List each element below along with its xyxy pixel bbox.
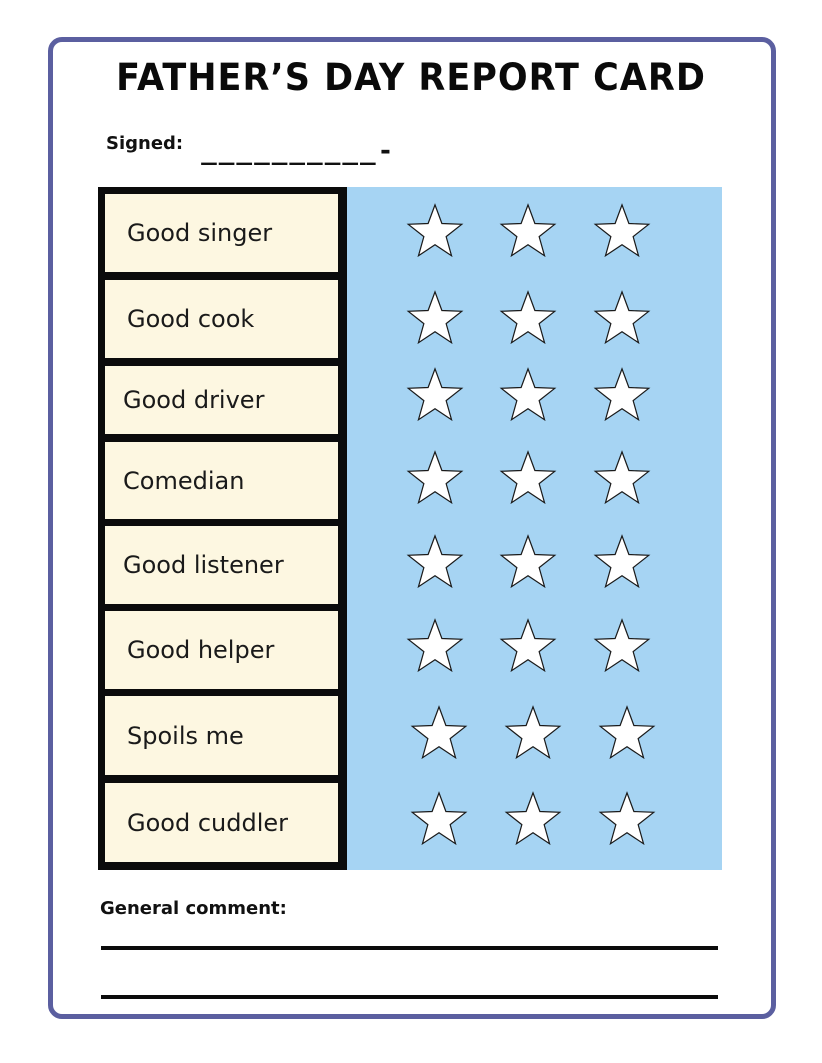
star-outline-icon[interactable] <box>502 705 564 765</box>
star-outline-icon[interactable] <box>497 290 559 350</box>
star-outline-icon[interactable] <box>502 791 564 851</box>
star-outline-icon[interactable] <box>497 618 559 678</box>
star-outline-icon[interactable] <box>404 367 466 427</box>
star-outline-icon[interactable] <box>591 367 653 427</box>
star-outline-icon[interactable] <box>497 534 559 594</box>
signature-line[interactable]: __________- <box>201 136 396 166</box>
star-outline-icon[interactable] <box>497 367 559 427</box>
star-outline-icon[interactable] <box>497 203 559 263</box>
star-outline-icon[interactable] <box>591 290 653 350</box>
category-cell: Good driver <box>105 366 338 434</box>
star-outline-icon[interactable] <box>404 534 466 594</box>
category-cell: Good listener <box>105 526 338 604</box>
star-outline-icon[interactable] <box>408 705 470 765</box>
star-outline-icon[interactable] <box>404 203 466 263</box>
star-outline-icon[interactable] <box>591 450 653 510</box>
category-cell: Spoils me <box>105 696 338 775</box>
category-label: Good singer <box>127 219 273 247</box>
category-cell: Comedian <box>105 442 338 519</box>
comment-line[interactable] <box>101 946 718 950</box>
category-label: Spoils me <box>127 721 244 750</box>
page-title: FATHER’S DAY REPORT CARD <box>116 56 706 100</box>
star-outline-icon[interactable] <box>591 534 653 594</box>
general-comment-label: General comment: <box>100 898 287 919</box>
category-cell: Good cook <box>105 280 338 358</box>
star-outline-icon[interactable] <box>596 791 658 851</box>
category-label: Good helper <box>127 636 275 664</box>
star-outline-icon[interactable] <box>591 203 653 263</box>
category-label: Good cuddler <box>127 808 289 837</box>
star-outline-icon[interactable] <box>497 450 559 510</box>
comment-line[interactable] <box>101 995 718 999</box>
category-cell: Good cuddler <box>105 783 338 862</box>
category-column: Good singer Good cook Good driver Comedi… <box>98 187 347 870</box>
category-label: Good listener <box>123 551 284 579</box>
star-outline-icon[interactable] <box>596 705 658 765</box>
signed-label: Signed: <box>106 133 184 154</box>
category-label: Good driver <box>123 386 265 414</box>
star-outline-icon[interactable] <box>404 290 466 350</box>
category-cell: Good singer <box>105 194 338 272</box>
category-label: Comedian <box>123 466 245 495</box>
star-outline-icon[interactable] <box>591 618 653 678</box>
category-label: Good cook <box>127 305 255 333</box>
category-cell: Good helper <box>105 611 338 689</box>
star-outline-icon[interactable] <box>408 791 470 851</box>
star-outline-icon[interactable] <box>404 450 466 510</box>
signed-row: Signed: __________- <box>106 128 395 164</box>
star-outline-icon[interactable] <box>404 618 466 678</box>
